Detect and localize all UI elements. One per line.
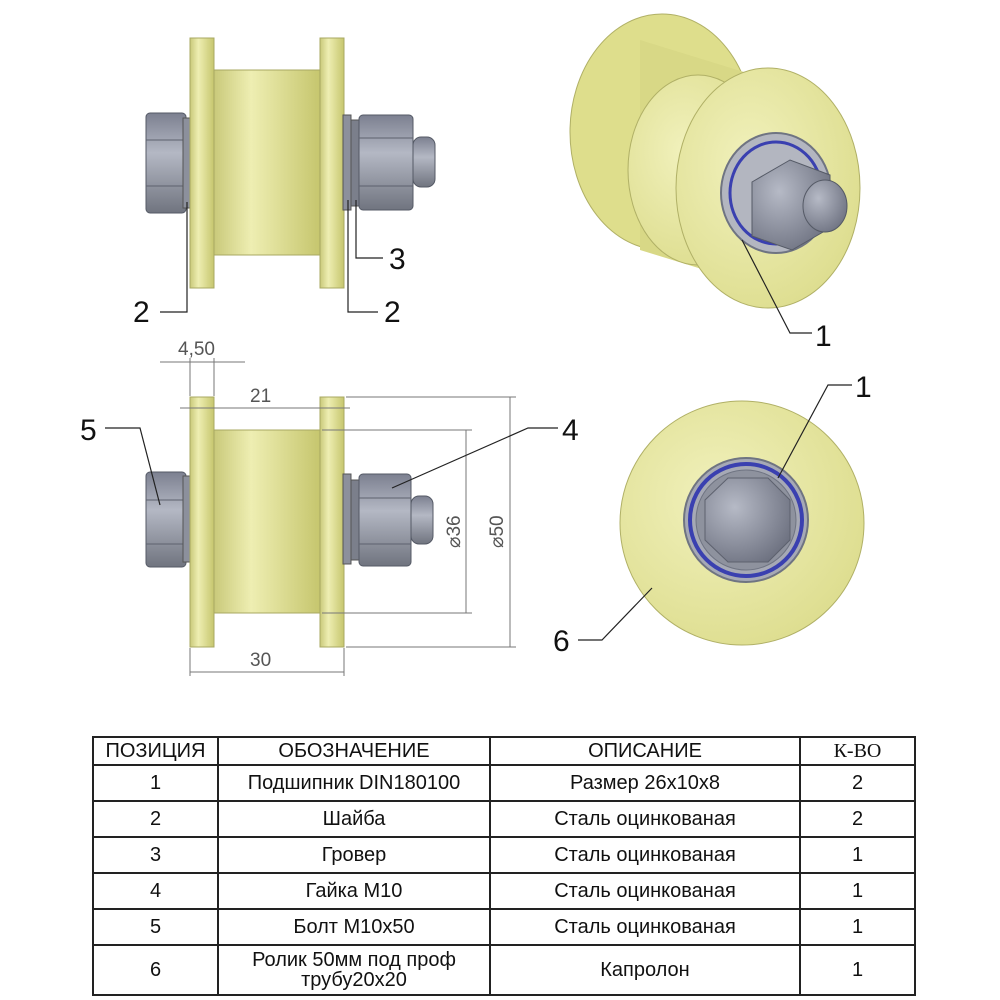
grover-washer — [350, 119, 360, 207]
parts-table: ПОЗИЦИЯ ОБОЗНАЧЕНИЕ ОПИСАНИЕ К-ВО 1 Подш… — [92, 736, 916, 996]
header-quantity: К-ВО — [799, 736, 916, 766]
callout-roller: 6 — [553, 625, 570, 658]
table-row: 5 Болт М10х50 Сталь оцинкованая 1 — [92, 908, 916, 946]
bolt-thread-end — [412, 136, 436, 188]
header-description: ОПИСАНИЕ — [489, 736, 801, 766]
dim-outer-diameter: ⌀50 — [487, 515, 508, 548]
side-view-top: 2 2 3 — [133, 37, 436, 329]
nut-front — [704, 477, 791, 563]
dim-overall-width: 30 — [250, 650, 271, 671]
assembly-drawing: 2 2 3 1 4,50 21 — [80, 13, 872, 676]
cell-desc: Размер 26х10х8 — [489, 764, 801, 802]
bearing-ring-front — [688, 462, 804, 578]
cell-name: Гайка М10 — [217, 872, 491, 910]
cell-qty: 1 — [799, 908, 916, 946]
table-row: 6 Ролик 50мм под проф трубу20х20 Капроло… — [92, 944, 916, 996]
cell-pos: 1 — [92, 764, 219, 802]
roller-flange-right — [319, 37, 345, 289]
cell-name: Гровер — [217, 836, 491, 874]
side-view-bottom: 4,50 21 30 ⌀36 ⌀50 5 4 — [80, 339, 579, 676]
dim-hub-diameter: ⌀36 — [444, 515, 465, 548]
cell-desc: Сталь оцинкованая — [489, 908, 801, 946]
roller-flange-left-2 — [189, 396, 215, 648]
cell-name: Шайба — [217, 800, 491, 838]
cell-name: Подшипник DIN180100 — [217, 764, 491, 802]
callout-bolt: 5 — [80, 414, 97, 447]
nut-2 — [358, 473, 412, 567]
cell-qty: 1 — [799, 836, 916, 874]
bolt-head-2 — [145, 471, 187, 568]
header-designation: ОБОЗНАЧЕНИЕ — [217, 736, 491, 766]
cell-name: Болт М10х50 — [217, 908, 491, 946]
table-row: 1 Подшипник DIN180100 Размер 26х10х8 2 — [92, 764, 916, 802]
bolt-end-3d — [802, 179, 848, 233]
cell-pos: 2 — [92, 800, 219, 838]
roller-hub-2 — [213, 429, 321, 614]
header-position: ПОЗИЦИЯ — [92, 736, 219, 766]
callout-bearing-front: 1 — [855, 371, 872, 404]
cell-qty: 2 — [799, 764, 916, 802]
roller-flange-right-2 — [319, 396, 345, 648]
cell-name: Ролик 50мм под проф трубу20х20 — [217, 944, 491, 996]
washer-right — [342, 114, 352, 211]
front-view: 1 6 — [553, 371, 872, 658]
nut — [358, 114, 414, 211]
cell-qty: 1 — [799, 944, 916, 996]
cell-pos: 6 — [92, 944, 219, 996]
dim-inner-width: 21 — [250, 386, 271, 407]
table-header-row: ПОЗИЦИЯ ОБОЗНАЧЕНИЕ ОПИСАНИЕ К-ВО — [92, 736, 916, 766]
table-row: 4 Гайка М10 Сталь оцинкованая 1 — [92, 872, 916, 910]
cell-qty: 1 — [799, 872, 916, 910]
perspective-view: 1 — [569, 13, 861, 353]
roller-hub — [213, 69, 321, 256]
cell-desc: Капролон — [489, 944, 801, 996]
bolt-head — [145, 112, 187, 214]
cell-desc: Сталь оцинкованая — [489, 836, 801, 874]
cell-pos: 4 — [92, 872, 219, 910]
callout-washer-right: 2 — [384, 296, 401, 329]
cell-desc: Сталь оцинкованая — [489, 800, 801, 838]
callout-nut: 4 — [562, 414, 579, 447]
callout-bearing-persp: 1 — [815, 320, 832, 353]
cell-qty: 2 — [799, 800, 916, 838]
cell-pos: 5 — [92, 908, 219, 946]
dim-flange-width: 4,50 — [178, 339, 215, 360]
cell-pos: 3 — [92, 836, 219, 874]
callout-grover: 3 — [389, 243, 406, 276]
roller-flange-left — [189, 37, 215, 289]
callout-washer-left: 2 — [133, 296, 150, 329]
table-row: 3 Гровер Сталь оцинкованая 1 — [92, 836, 916, 874]
table-row: 2 Шайба Сталь оцинкованая 2 — [92, 800, 916, 838]
cell-desc: Сталь оцинкованая — [489, 872, 801, 910]
